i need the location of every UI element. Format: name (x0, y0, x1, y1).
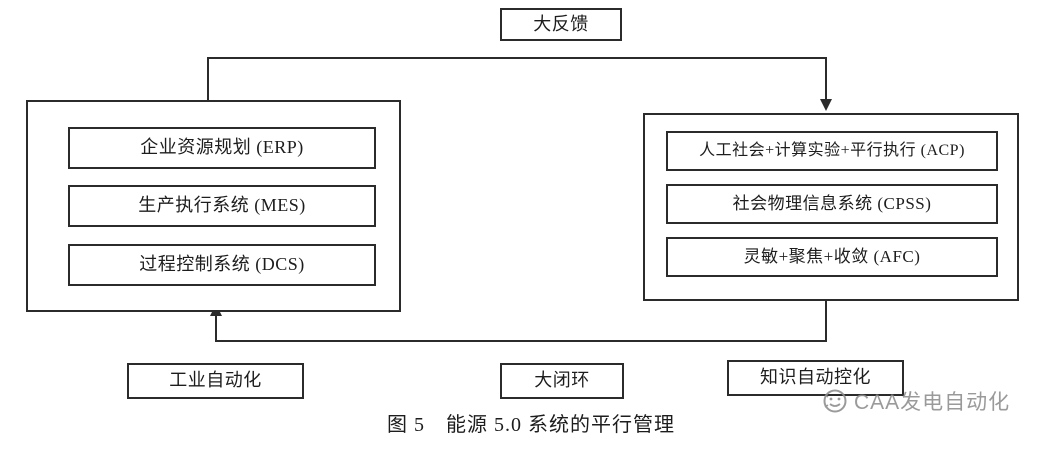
connector-bottom-right-vertical (825, 301, 827, 342)
figure-caption: 图 5 能源 5.0 系统的平行管理 (387, 414, 675, 436)
left-panel-item-dcs: 过程控制系统 (DCS) (68, 244, 376, 286)
connector-top-right-vertical (825, 57, 827, 101)
connector-top-left-vertical (207, 57, 209, 102)
top-feedback-box: 大反馈 (500, 8, 622, 41)
bottom-label-industrial-automation: 工业自动化 (127, 363, 304, 399)
left-panel-item-erp: 企业资源规划 (ERP) (68, 127, 376, 169)
arrow-down-icon (820, 99, 832, 111)
right-panel-item-acp: 人工社会+计算实验+平行执行 (ACP) (666, 131, 998, 171)
right-panel-item-cpss: 社会物理信息系统 (CPSS) (666, 184, 998, 224)
connector-bottom-horizontal (215, 340, 827, 342)
connector-bottom-left-vertical (215, 314, 217, 342)
bottom-label-knowledge-automation: 知识自动控化 (727, 360, 904, 396)
bottom-label-big-closed-loop: 大闭环 (500, 363, 624, 399)
left-panel-item-mes: 生产执行系统 (MES) (68, 185, 376, 227)
right-panel-item-afc: 灵敏+聚焦+收敛 (AFC) (666, 237, 998, 277)
connector-top-horizontal (207, 57, 827, 59)
right-panel-knowledge-automation: 人工社会+计算实验+平行执行 (ACP) 社会物理信息系统 (CPSS) 灵敏+… (643, 113, 1019, 301)
left-panel-industrial-automation: 企业资源规划 (ERP) 生产执行系统 (MES) 过程控制系统 (DCS) (26, 100, 401, 312)
